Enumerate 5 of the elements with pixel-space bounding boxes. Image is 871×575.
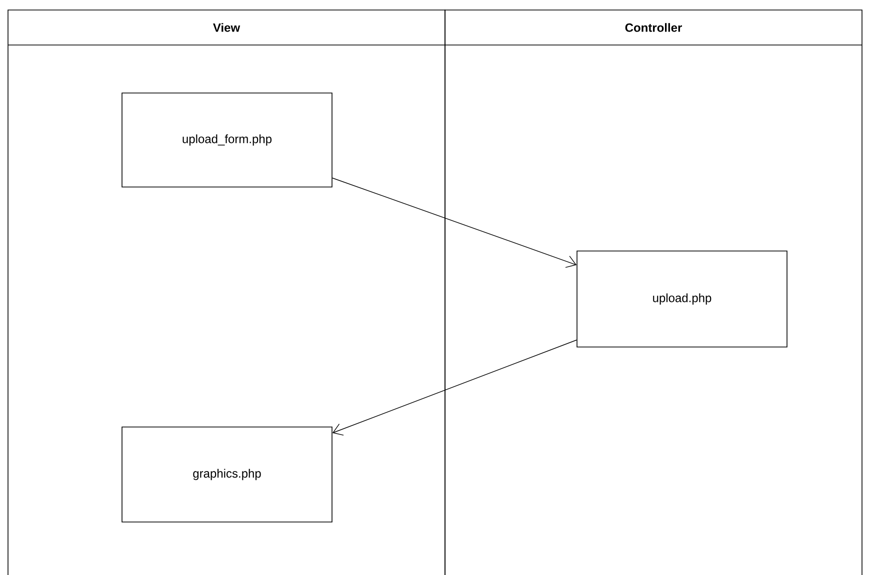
arrow [332, 178, 577, 268]
arrow [332, 340, 577, 436]
process-box: graphics.php [122, 426, 332, 522]
process-box: upload.php [576, 250, 788, 348]
process-box: upload_form.php [122, 92, 332, 188]
